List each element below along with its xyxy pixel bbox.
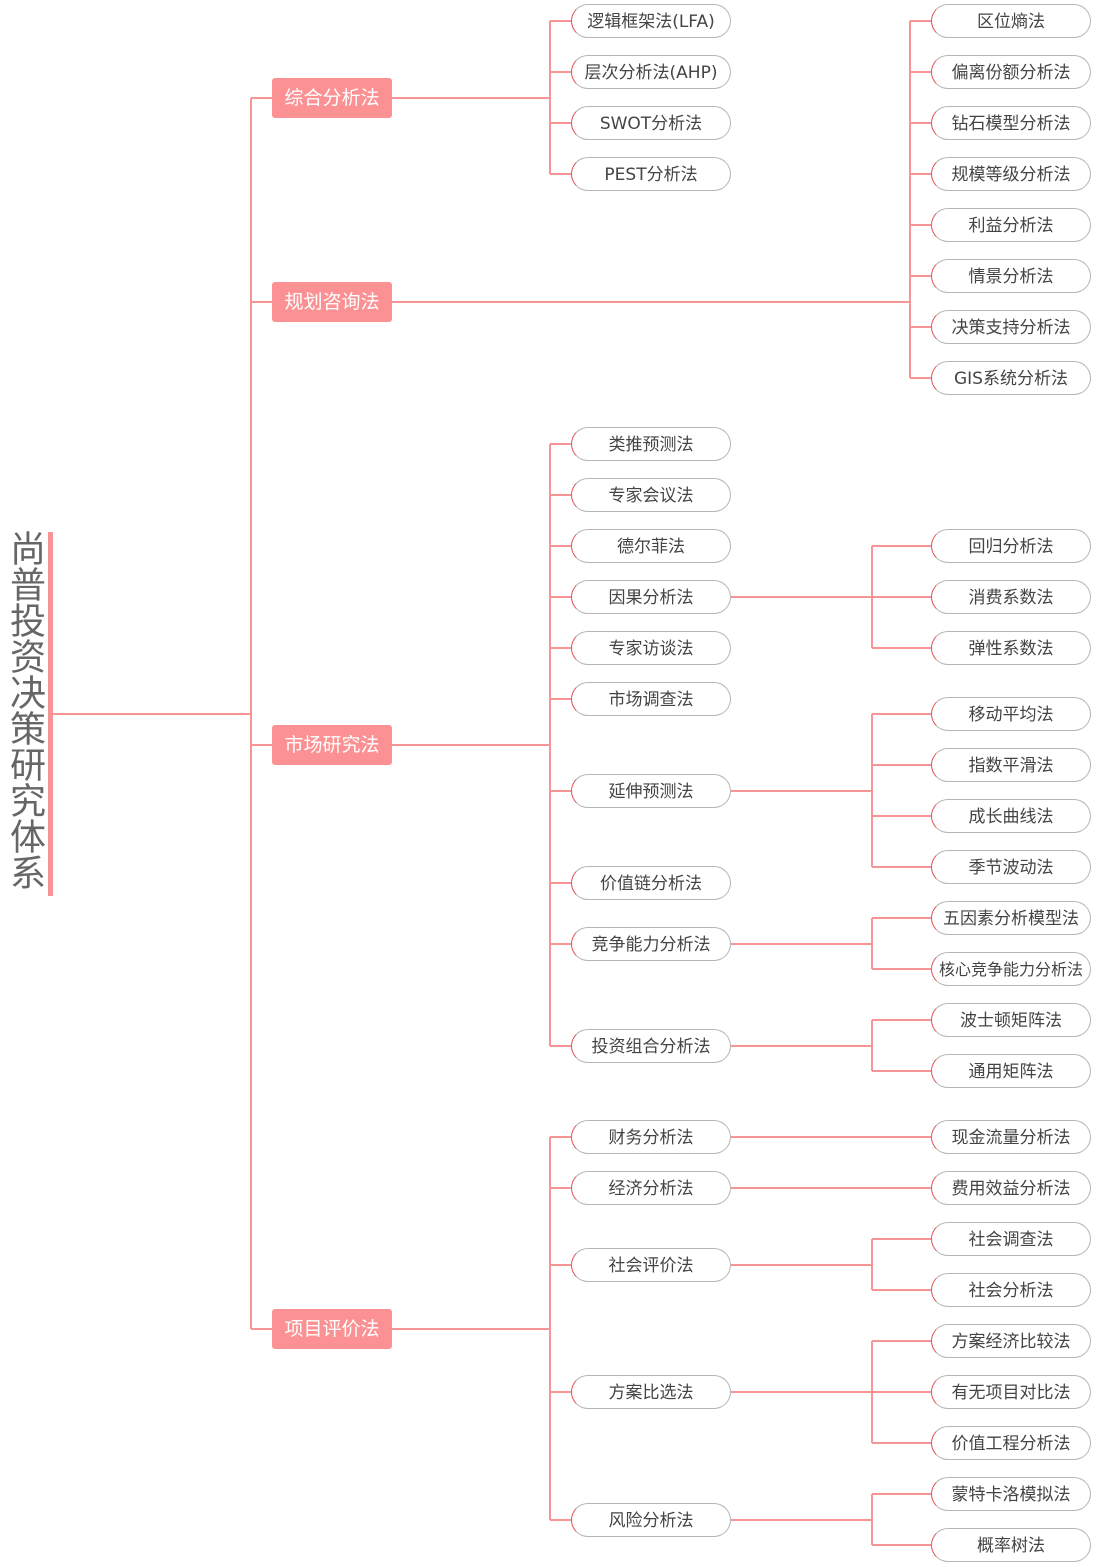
sub-method-node[interactable]: 波士顿矩阵法 [931,1003,1091,1037]
sub-method-node[interactable]: 蒙特卡洛模拟法 [931,1477,1091,1511]
sub-method-node[interactable]: 回归分析法 [931,529,1091,563]
method-node[interactable]: 区位熵法 [931,4,1091,38]
method-node[interactable]: 方案比选法 [571,1375,731,1409]
root-topic-bar [48,532,53,896]
method-node[interactable]: 类推预测法 [571,427,731,461]
method-node[interactable]: 财务分析法 [571,1120,731,1154]
method-node[interactable]: 价值链分析法 [571,866,731,900]
sub-method-node[interactable]: 消费系数法 [931,580,1091,614]
sub-method-node[interactable]: 有无项目对比法 [931,1375,1091,1409]
sub-method-node[interactable]: 价值工程分析法 [931,1426,1091,1460]
method-node[interactable]: GIS系统分析法 [931,361,1091,395]
sub-method-node[interactable]: 通用矩阵法 [931,1054,1091,1088]
method-node[interactable]: PEST分析法 [571,157,731,191]
sub-method-node[interactable]: 现金流量分析法 [931,1120,1091,1154]
branch-node[interactable]: 项目评价法 [272,1309,392,1349]
sub-method-node[interactable]: 核心竞争能力分析法 [931,952,1091,986]
method-node[interactable]: SWOT分析法 [571,106,731,140]
method-node[interactable]: 投资组合分析法 [571,1029,731,1063]
sub-method-node[interactable]: 费用效益分析法 [931,1171,1091,1205]
method-node[interactable]: 竞争能力分析法 [571,927,731,961]
method-node[interactable]: 社会评价法 [571,1248,731,1282]
sub-method-node[interactable]: 五因素分析模型法 [931,901,1091,935]
method-node[interactable]: 专家会议法 [571,478,731,512]
sub-method-node[interactable]: 移动平均法 [931,697,1091,731]
method-node[interactable]: 经济分析法 [571,1171,731,1205]
method-node[interactable]: 偏离份额分析法 [931,55,1091,89]
method-node[interactable]: 逻辑框架法(LFA) [571,4,731,38]
branch-node[interactable]: 市场研究法 [272,725,392,765]
method-node[interactable]: 市场调查法 [571,682,731,716]
sub-method-node[interactable]: 概率树法 [931,1528,1091,1562]
sub-method-node[interactable]: 社会分析法 [931,1273,1091,1307]
method-node[interactable]: 规模等级分析法 [931,157,1091,191]
method-node[interactable]: 决策支持分析法 [931,310,1091,344]
branch-node[interactable]: 规划咨询法 [272,282,392,322]
method-node[interactable]: 层次分析法(AHP) [571,55,731,89]
method-node[interactable]: 专家访谈法 [571,631,731,665]
method-node[interactable]: 德尔菲法 [571,529,731,563]
sub-method-node[interactable]: 成长曲线法 [931,799,1091,833]
method-node[interactable]: 钻石模型分析法 [931,106,1091,140]
sub-method-node[interactable]: 方案经济比较法 [931,1324,1091,1358]
sub-method-node[interactable]: 指数平滑法 [931,748,1091,782]
method-node[interactable]: 延伸预测法 [571,774,731,808]
branch-node[interactable]: 综合分析法 [272,78,392,118]
method-node[interactable]: 利益分析法 [931,208,1091,242]
method-node[interactable]: 情景分析法 [931,259,1091,293]
sub-method-node[interactable]: 社会调查法 [931,1222,1091,1256]
sub-method-node[interactable]: 弹性系数法 [931,631,1091,665]
sub-method-node[interactable]: 季节波动法 [931,850,1091,884]
method-node[interactable]: 风险分析法 [571,1503,731,1537]
root-topic-title: 尚普投资决策研究体系 [4,530,45,890]
method-node[interactable]: 因果分析法 [571,580,731,614]
